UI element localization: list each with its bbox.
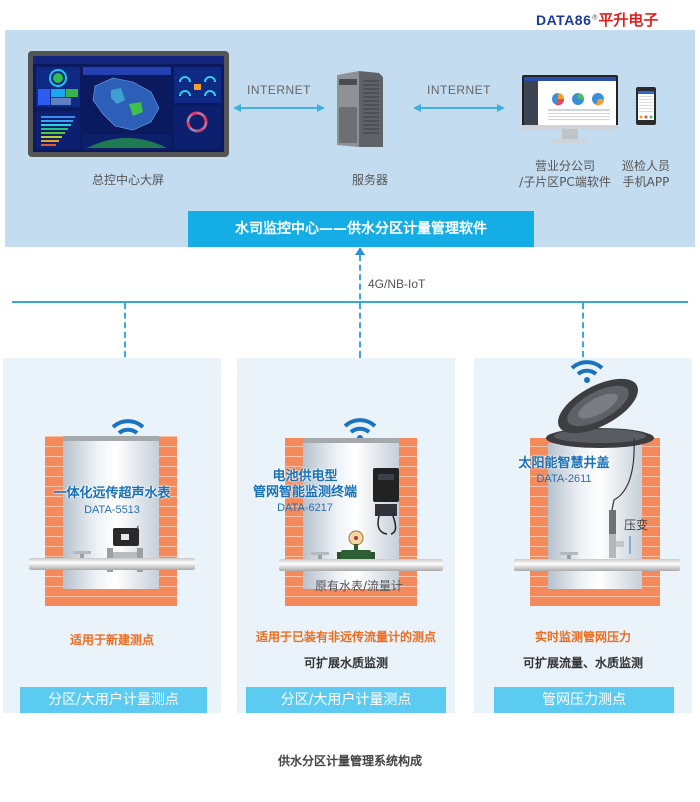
existing-meter-label: 原有水表/流量计 — [314, 579, 404, 593]
device-model: DATA-6217 — [277, 502, 333, 514]
internet-label-left: INTERNET — [247, 83, 311, 97]
gate-valve-icon — [560, 552, 578, 562]
pc-software-label: 营业分公司 /子片区PC端软件 — [510, 158, 620, 190]
bidirectional-arrow-left — [233, 103, 325, 113]
big-screen-monitor-icon — [28, 51, 229, 157]
device-title-line: 太阳能智慧井盖 — [518, 456, 610, 471]
device-model: DATA-5513 — [84, 504, 140, 516]
company-logo: DATA86®平升电子 — [536, 9, 658, 30]
measurement-point-button[interactable]: 分区/大用户计量测点 — [20, 687, 207, 713]
pressure-transducer-icon — [600, 438, 640, 558]
device-title: 电池供电型 管网智能监测终端 — [245, 469, 365, 501]
bidirectional-arrow-right — [413, 103, 505, 113]
app-label-line2: 手机APP — [622, 175, 670, 189]
usage-note: 实时监测管网压力 — [534, 630, 631, 644]
water-pipe — [29, 558, 195, 570]
usage-note: 适用于新建测点 — [69, 633, 154, 647]
uplink-arrow-icon — [355, 247, 365, 257]
measurement-point-button[interactable]: 管网压力测点 — [494, 687, 674, 713]
water-pipe — [279, 559, 443, 571]
app-label-line1: 巡检人员 — [621, 159, 670, 173]
device-title-line: 一体化远传超声水表 — [53, 486, 171, 501]
logo-company-cn: 平升电子 — [598, 11, 659, 29]
gate-valve-icon — [73, 551, 91, 561]
pc-monitor-icon — [522, 75, 618, 145]
wifi-icon — [570, 358, 604, 384]
mobile-phone-icon — [636, 87, 656, 125]
big-screen-label: 总控中心大屏 — [91, 173, 164, 187]
uplink-dashed-line — [359, 255, 361, 357]
internet-label-right: INTERNET — [427, 83, 491, 97]
gate-valve-icon — [311, 552, 329, 562]
logo-reg-mark: ® — [591, 13, 599, 22]
network-bus-line — [12, 301, 688, 303]
figure-caption: 供水分区计量管理系统构成 — [277, 754, 422, 768]
network-type-label: 4G/NB-IoT — [368, 277, 426, 291]
dashed-line-card3 — [582, 303, 584, 357]
device-model: DATA-2611 — [536, 473, 592, 485]
pressure-sensor-label: 压变 — [624, 518, 649, 532]
smart-manhole-cover-icon — [538, 372, 658, 452]
well-cover-rim — [63, 436, 159, 441]
device-title: 太阳能智慧井盖 — [504, 456, 624, 472]
server-label: 服务器 — [351, 173, 388, 187]
usage-note: 适用于已装有非远传流量计的测点 — [255, 630, 436, 644]
monitoring-terminal-icon — [367, 466, 407, 536]
well-cover-rim — [303, 438, 399, 443]
measurement-point-button[interactable]: 分区/大用户计量测点 — [246, 687, 446, 713]
extension-note: 可扩展流量、水质监测 — [522, 656, 643, 670]
pc-label-line1: 营业分公司 — [534, 159, 595, 173]
logo-brand: DATA86 — [536, 12, 592, 28]
device-title-line: 电池供电型 — [272, 469, 338, 484]
water-pipe — [514, 559, 680, 571]
device-title: 一体化远传超声水表 — [3, 486, 221, 502]
device-title-line: 管网智能监测终端 — [252, 485, 357, 500]
server-icon — [335, 67, 385, 149]
control-center-banner: 水司监控中心——供水分区计量管理软件 — [188, 211, 534, 247]
measurement-card-1: 一体化远传超声水表 DATA-5513 适用于新建测点 分区/大用户计量测点 — [3, 358, 221, 713]
measurement-card-3: 太阳能智慧井盖 DATA-2611 压变 实时监测管网压力 可扩展流量、水质监测… — [474, 358, 692, 713]
measurement-card-2: 电池供电型 管网智能监测终端 DATA-6217 原有水表/流量计 适用于已装有… — [237, 358, 455, 713]
extension-note: 可扩展水质监测 — [303, 656, 388, 670]
mobile-app-label: 巡检人员 手机APP — [614, 158, 678, 190]
pc-label-line2: /子片区PC端软件 — [519, 175, 611, 189]
